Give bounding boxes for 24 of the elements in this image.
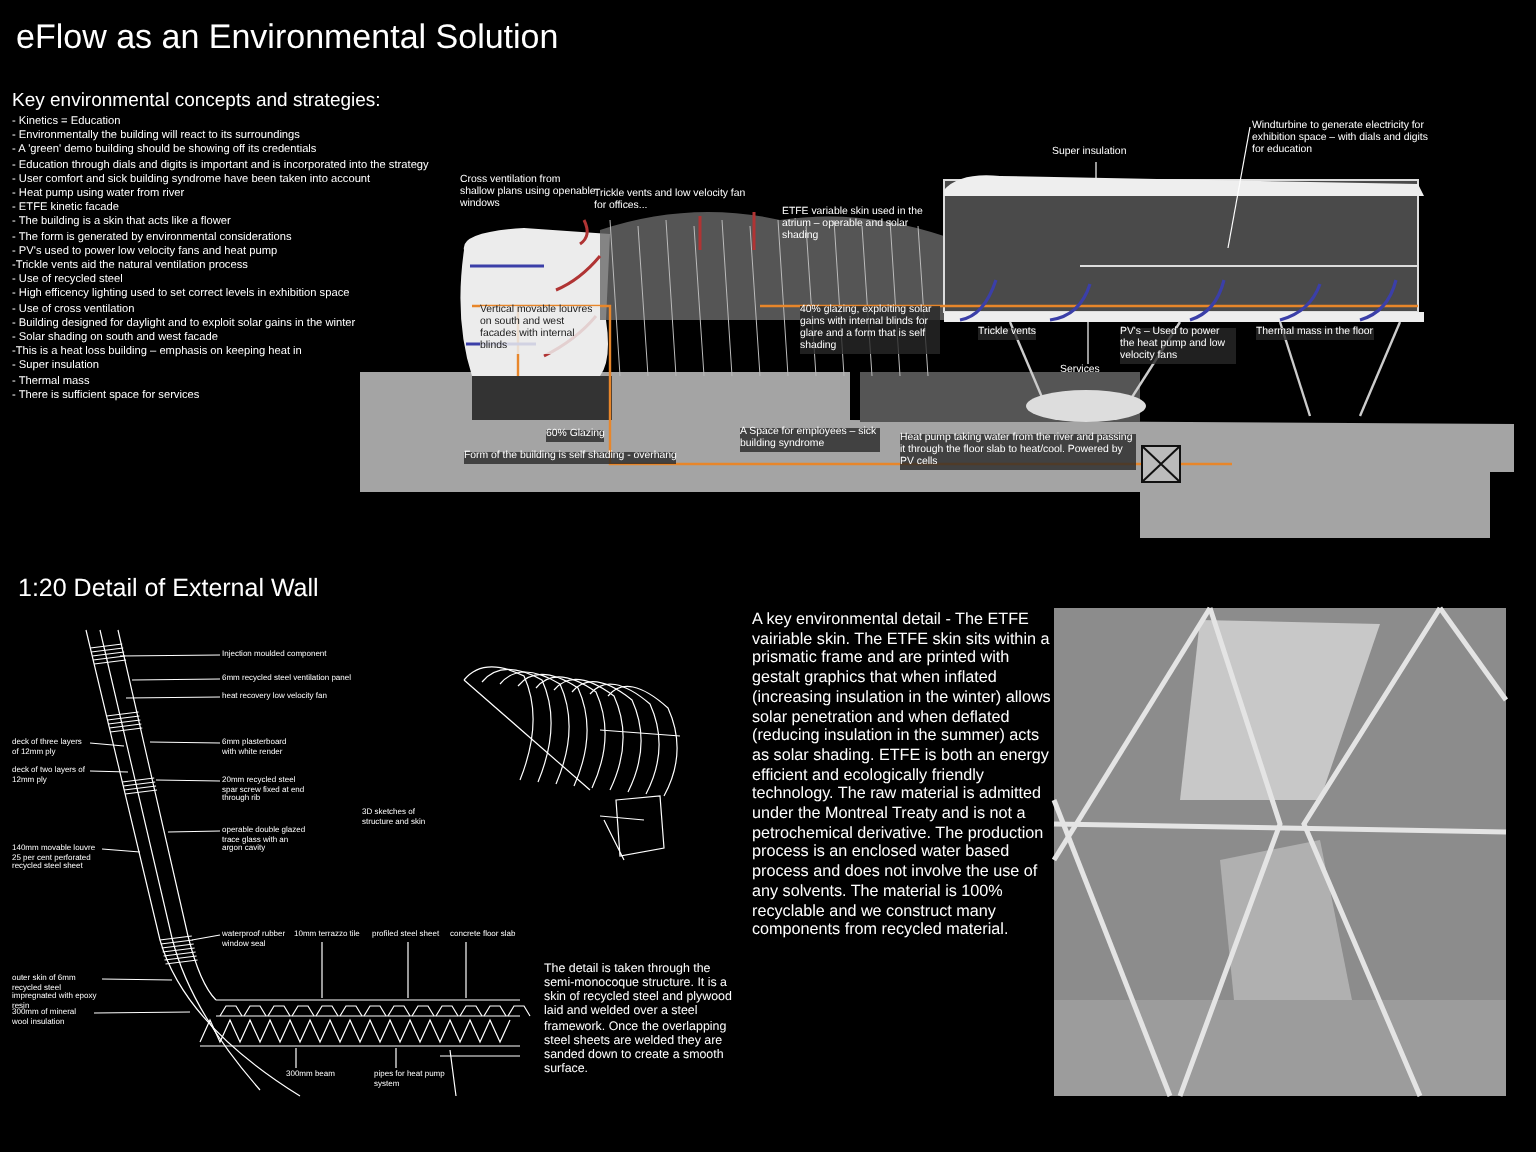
leader-line [395,1047,397,1069]
leader-line [1227,126,1251,249]
leader-line [93,1011,191,1014]
leader-line [131,678,221,681]
leader-line [167,830,221,833]
leader-line [149,741,221,744]
list-heading: Key environmental concepts and strategies: [12,92,381,114]
description-paragraph: A key environmental detail - The ETFE vairiable skin. The ETFE skin sits within a prismatic frame and are printed with gestalt graphics that when inflated (increasing insulation in the winter) allows solar penetration and when deflated (reducing insulation in the summer) acts as solar shading. ETFE is both an energy efficient and ecologically friendly technology. The raw material is admitted under the Montreal Treaty and is not a petrochemical derivative. The production process is an enclosed water based process and does not involve the use of any solvents. The material is 100% recyclable and we construct many components from recycled material. [752,610,1052,940]
leader-line [125,696,221,699]
leader-line [89,770,129,773]
leader-line [119,654,221,657]
leader-line [101,848,141,853]
leader-line [191,934,221,941]
leader-line [295,1047,297,1069]
leader-line [465,941,467,999]
leader-line [155,779,221,782]
leader-line [89,742,125,747]
leader-line [101,978,173,981]
leader-line [1087,321,1089,365]
leader-line [1095,161,1097,179]
leader-line [321,941,323,999]
leader-line [407,941,409,999]
page-title: eFlow as an Environmental Solution [16,18,559,58]
section-heading: 1:20 Detail of External Wall [18,574,319,603]
